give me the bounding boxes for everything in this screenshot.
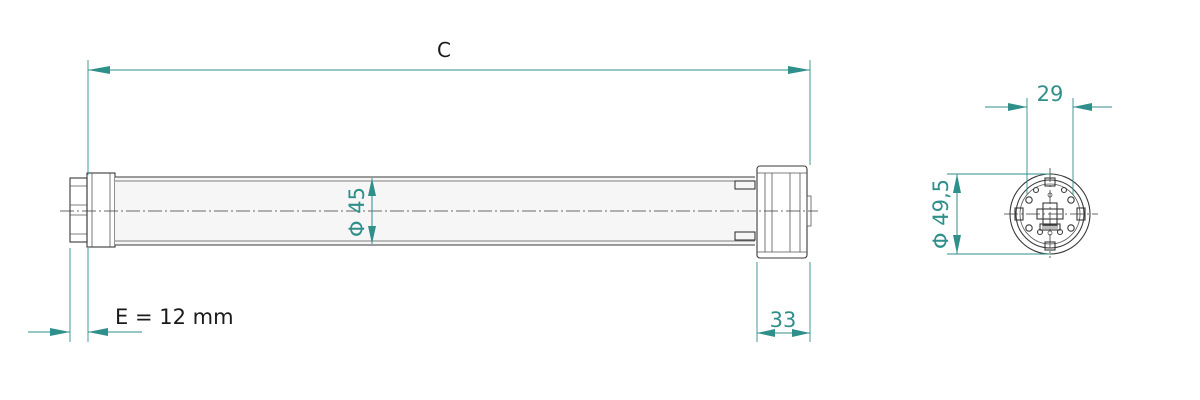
head-diameter-label: Φ 49,5 bbox=[929, 179, 953, 249]
pin-spacing-label: 29 bbox=[1037, 82, 1064, 106]
dimension-head-diameter: Φ 49,5 bbox=[929, 173, 1050, 255]
front-view: 29 Φ 49,5 bbox=[929, 82, 1112, 258]
dimension-head-length: 33 bbox=[756, 262, 811, 342]
left-end-cap bbox=[69, 172, 116, 248]
side-view: C Φ 45 33 E = 12 mm bbox=[28, 38, 818, 342]
tube-diameter-label: Φ 45 bbox=[345, 187, 369, 237]
dimension-c-label: C bbox=[437, 38, 451, 62]
head-length-label: 33 bbox=[770, 308, 797, 332]
end-offset-label: E = 12 mm bbox=[115, 305, 234, 329]
dimension-c: C bbox=[87, 38, 811, 175]
dimension-pin-spacing: 29 bbox=[985, 82, 1112, 195]
dimension-tube-diameter: Φ 45 bbox=[345, 178, 376, 244]
motor-head bbox=[756, 165, 812, 259]
dimension-end-offset: E = 12 mm bbox=[28, 248, 234, 342]
head-pins bbox=[734, 180, 756, 241]
